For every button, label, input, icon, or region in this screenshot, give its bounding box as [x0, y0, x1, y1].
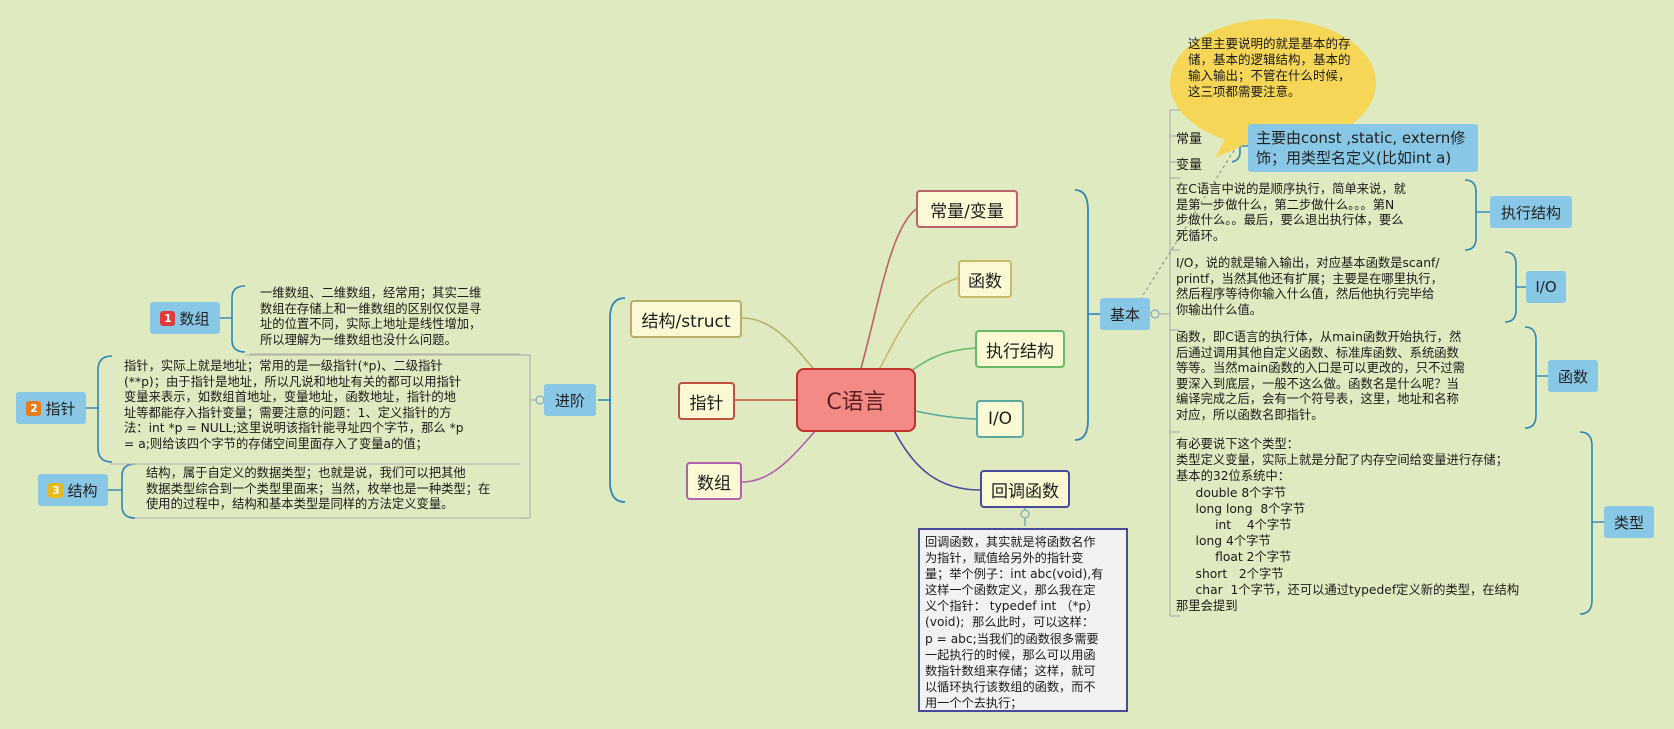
func-text: 函数，即C语言的执行体，从main函数开始执行，然 后通过调用其他自定义函数、标…	[1176, 330, 1465, 422]
callout-dashed	[1139, 124, 1251, 301]
branch-array	[741, 429, 817, 483]
topic-exec[interactable]: 执行结构	[975, 330, 1065, 368]
node-type-label[interactable]: 类型	[1604, 506, 1654, 538]
basic-callout-text: 这里主要说明的就是基本的存 储，基本的逻辑结构，基本的 输入输出；不管在什么时候…	[1188, 36, 1351, 99]
topic-struct[interactable]: 结构/struct	[630, 300, 742, 338]
priority-3-icon: 3	[48, 482, 64, 498]
node-advanced[interactable]: 进阶	[544, 384, 596, 416]
advanced-pointer-text: 指针，实际上就是地址；常用的是一级指针(*p)、二级指针 (**p)；由于指针是…	[124, 359, 464, 451]
node-io-label[interactable]: I/O	[1526, 271, 1566, 303]
advanced-item-array-label: 数组	[179, 309, 210, 328]
branch-struct	[741, 317, 817, 373]
node-basic[interactable]: 基本	[1100, 298, 1150, 330]
advanced-item-pointer[interactable]: 2 指针	[16, 392, 86, 424]
advanced-item-struct-label: 结构	[67, 481, 98, 500]
basic-sub-lines	[1160, 109, 1180, 617]
node-exec-label[interactable]: 执行结构	[1490, 196, 1572, 228]
constvar-note[interactable]: 主要由const ,static, extern修 饰；用类型名定义(比如int…	[1248, 124, 1478, 172]
callback-text: 回调函数，其实就是将函数名作 为指针，赋值给另外的指针变 量；举个例子：int …	[918, 528, 1128, 712]
type-text: 有必要说下这个类型： 类型定义变量，实际上就是分配了内存空间给变量进行存储； 基…	[1176, 437, 1520, 614]
label-var: 变量	[1176, 158, 1203, 173]
topic-callback[interactable]: 回调函数	[980, 470, 1070, 508]
branch-constvar	[859, 208, 917, 373]
topic-array[interactable]: 数组	[686, 462, 742, 500]
topic-func[interactable]: 函数	[958, 260, 1012, 298]
central-topic[interactable]: C语言	[796, 368, 916, 432]
priority-1-icon: 1	[160, 310, 176, 326]
advanced-array-text: 一维数组、二维数组，经常用；其实二维 数组在存储上和一维数组的区别仅仅是寻 址的…	[260, 286, 482, 347]
branch-func	[877, 277, 959, 373]
topic-constvar[interactable]: 常量/变量	[916, 190, 1018, 228]
topic-pointer[interactable]: 指针	[678, 382, 735, 420]
callout-bubble	[1170, 19, 1376, 147]
advanced-item-array[interactable]: 1 数组	[150, 302, 220, 334]
advanced-bracket	[609, 297, 626, 503]
topic-io[interactable]: I/O	[976, 400, 1024, 438]
label-const: 常量	[1176, 132, 1203, 147]
advanced-item-struct[interactable]: 3 结构	[38, 474, 108, 506]
exec-text: 在C语言中说的是顺序执行，简单来说，就 是第一步做什么，第二步做什么。。。第N …	[1176, 182, 1406, 243]
basic-bracket	[1074, 189, 1089, 441]
branch-exec	[904, 347, 976, 377]
node-func-label[interactable]: 函数	[1548, 360, 1598, 392]
branch-io	[909, 409, 977, 420]
priority-2-icon: 2	[26, 400, 42, 416]
branch-callback	[894, 431, 981, 491]
advanced-sub-lines	[520, 354, 540, 519]
advanced-item-pointer-label: 指针	[45, 399, 76, 418]
advanced-struct-text: 结构，属于自定义的数据类型；也就是说，我们可以把其他 数据类型综合到一个类型里面…	[146, 466, 491, 512]
io-text: I/O，说的就是输入输出，对应基本函数是scanf/ printf，当然其他还有…	[1176, 256, 1443, 317]
